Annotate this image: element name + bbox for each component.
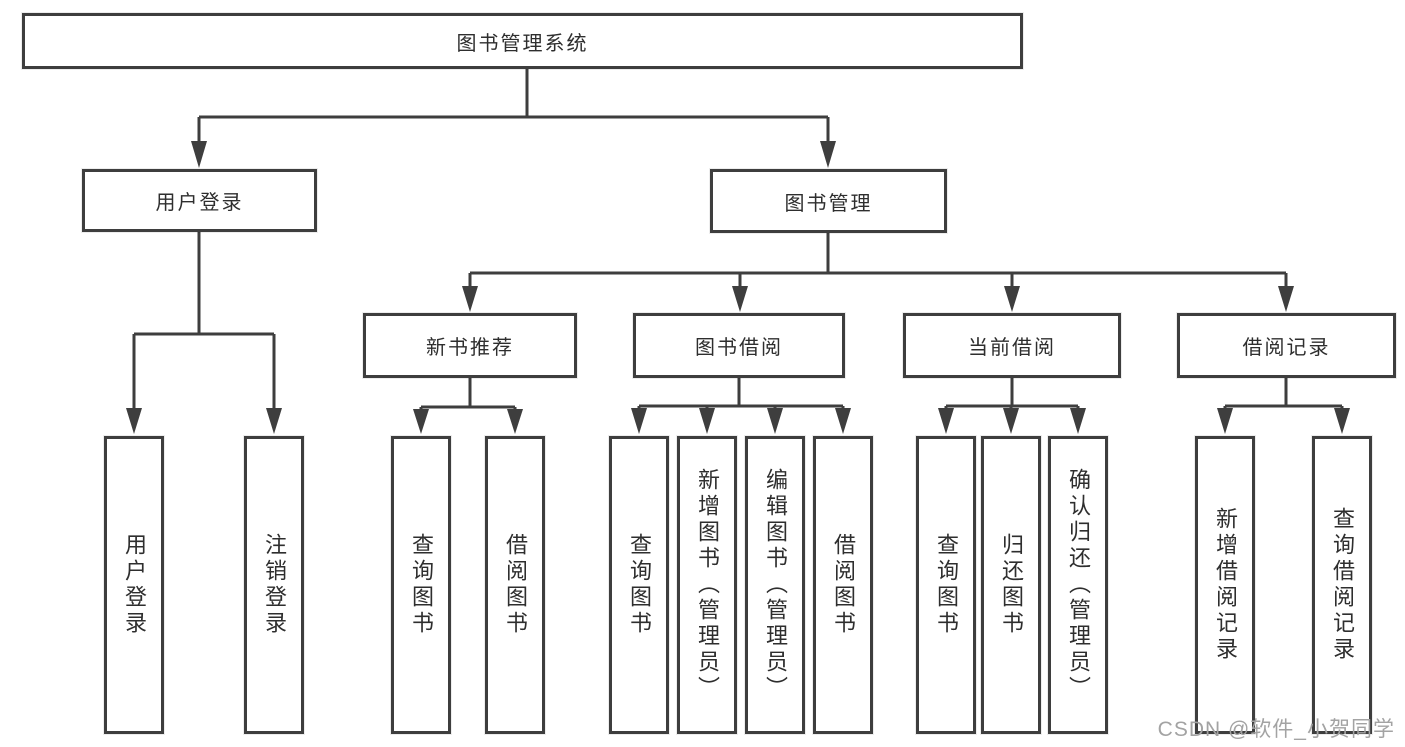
leaf-br-query-record: 查询借阅记录 xyxy=(1312,436,1372,734)
leaf-bb-query-books-label: 查询图书 xyxy=(627,533,652,637)
leaf-nbr-borrow-books-label: 借阅图书 xyxy=(503,533,528,637)
node-borrowing-records-label: 借阅记录 xyxy=(1242,337,1331,359)
connector-borrowing-records-to-leaves xyxy=(1217,378,1350,434)
connector-new-book-recommend-to-leaves xyxy=(413,378,523,434)
connector-book-management-to-level3 xyxy=(462,233,1294,312)
node-user-login-label: 用户登录 xyxy=(155,192,244,214)
node-book-management-label: 图书管理 xyxy=(784,192,873,215)
node-current-borrowing: 当前借阅 xyxy=(903,313,1121,378)
leaf-logout: 注销登录 xyxy=(244,436,304,734)
connector-current-borrowing-to-leaves xyxy=(938,378,1086,434)
leaf-cb-query-books-label: 查询图书 xyxy=(934,533,959,637)
leaf-cb-return-books: 归还图书 xyxy=(981,436,1041,734)
node-new-book-recommend-label: 新书推荐 xyxy=(426,337,514,359)
leaf-bb-borrow-books: 借阅图书 xyxy=(813,436,873,734)
node-root-label: 图书管理系统 xyxy=(456,32,589,55)
node-book-management: 图书管理 xyxy=(710,169,947,233)
node-root: 图书管理系统 xyxy=(22,13,1023,69)
connector-root-to-level2 xyxy=(191,69,836,168)
connector-user-login-to-leaves xyxy=(126,231,282,434)
node-book-borrowing: 图书借阅 xyxy=(633,313,845,378)
leaf-cb-query-books: 查询图书 xyxy=(916,436,976,734)
leaf-cb-confirm-return-admin: 确认归还（管理员） xyxy=(1048,436,1108,734)
leaf-cb-return-books-label: 归还图书 xyxy=(999,533,1024,637)
leaf-nbr-query-books-label: 查询图书 xyxy=(409,533,434,637)
node-user-login: 用户登录 xyxy=(82,169,317,232)
node-borrowing-records: 借阅记录 xyxy=(1177,313,1396,378)
leaf-bb-query-books: 查询图书 xyxy=(609,436,669,734)
leaf-bb-add-book-admin-label: 新增图书（管理员） xyxy=(695,468,720,702)
leaf-nbr-borrow-books: 借阅图书 xyxy=(485,436,545,734)
leaf-logout-label: 注销登录 xyxy=(262,533,287,637)
leaf-user-login: 用户登录 xyxy=(104,436,164,734)
node-book-borrowing-label: 图书借阅 xyxy=(695,337,783,359)
watermark: CSDN @软件_小贺同学 xyxy=(1157,718,1395,741)
leaf-br-add-record: 新增借阅记录 xyxy=(1195,436,1255,734)
leaf-br-query-record-label: 查询借阅记录 xyxy=(1330,507,1355,663)
leaf-bb-borrow-books-label: 借阅图书 xyxy=(831,533,856,637)
leaf-bb-add-book-admin: 新增图书（管理员） xyxy=(677,436,737,734)
leaf-bb-edit-book-admin: 编辑图书（管理员） xyxy=(745,436,805,734)
node-new-book-recommend: 新书推荐 xyxy=(363,313,577,378)
leaf-br-add-record-label: 新增借阅记录 xyxy=(1213,507,1238,663)
leaf-cb-confirm-return-admin-label: 确认归还（管理员） xyxy=(1066,468,1091,702)
leaf-nbr-query-books: 查询图书 xyxy=(391,436,451,734)
leaf-bb-edit-book-admin-label: 编辑图书（管理员） xyxy=(763,468,788,702)
leaf-user-login-label: 用户登录 xyxy=(122,533,147,637)
connector-book-borrowing-to-leaves xyxy=(631,378,851,434)
node-current-borrowing-label: 当前借阅 xyxy=(968,337,1056,359)
